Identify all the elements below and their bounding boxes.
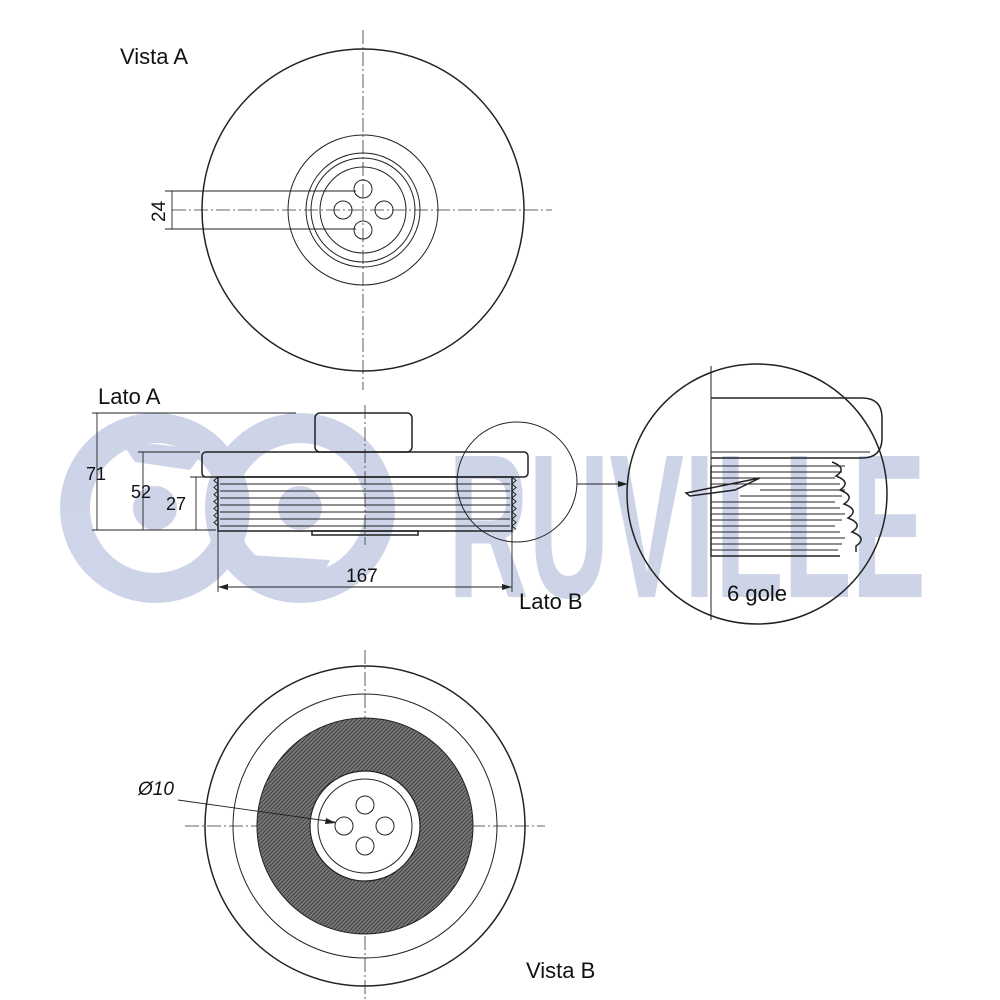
view-b-bolt-hole [375,816,395,836]
dim-71-text: 71 [86,464,106,484]
detail-view: 6 gole [626,363,888,625]
detail-marker-circle [456,421,578,543]
detail-flange [711,397,883,459]
view-a-bolt-hole [353,179,373,199]
view-a-hub-face [319,166,407,254]
side-view: Lato A Lato B 71 52 [86,384,628,614]
side-rear-hub [311,530,419,536]
dim-52-text: 52 [131,482,151,502]
dim-24-text: 24 [149,200,170,222]
view-b-bolt-hole [355,836,375,856]
detail-leader-arrow [618,481,628,487]
view-b-bolt-hole [355,795,375,815]
view-b-bolt-hole [334,816,354,836]
side-a-label: Lato A [98,384,161,409]
view-b-inner-rim [232,693,498,959]
view-a-hub-ring-1 [287,134,439,286]
view-b-hub-face [309,770,421,882]
detail-circle [626,363,888,625]
dim-hole-leader [177,799,336,823]
dim-167-arrow-right [502,584,512,590]
view-b-hub-ring [317,778,413,874]
dim-167-text: 167 [346,566,378,587]
view-a-outer-rim [201,48,525,372]
detail-grooves [684,461,862,557]
side-b-label: Lato B [519,589,583,614]
view-b: Ø10 Vista B [137,650,595,1000]
ruville-logo-emblem [60,413,395,603]
view-a-bolt-hole [333,200,353,220]
grooves-label: 6 gole [727,581,787,606]
dim-27-text: 27 [166,494,186,514]
view-a: Vista A 24 [120,30,552,390]
dim-hole-arrow [325,818,336,824]
dim-hole-text: Ø10 [137,779,174,800]
view-a-bolt-hole [374,200,394,220]
dim-167-arrow-left [218,584,228,590]
view-a-label: Vista A [120,44,188,69]
view-b-label: Vista B [526,958,595,983]
view-a-hub-ring-3 [310,157,416,263]
view-b-outer-rim [204,665,526,987]
view-a-hub-ring-2 [305,152,421,268]
view-a-bolt-hole [353,220,373,240]
